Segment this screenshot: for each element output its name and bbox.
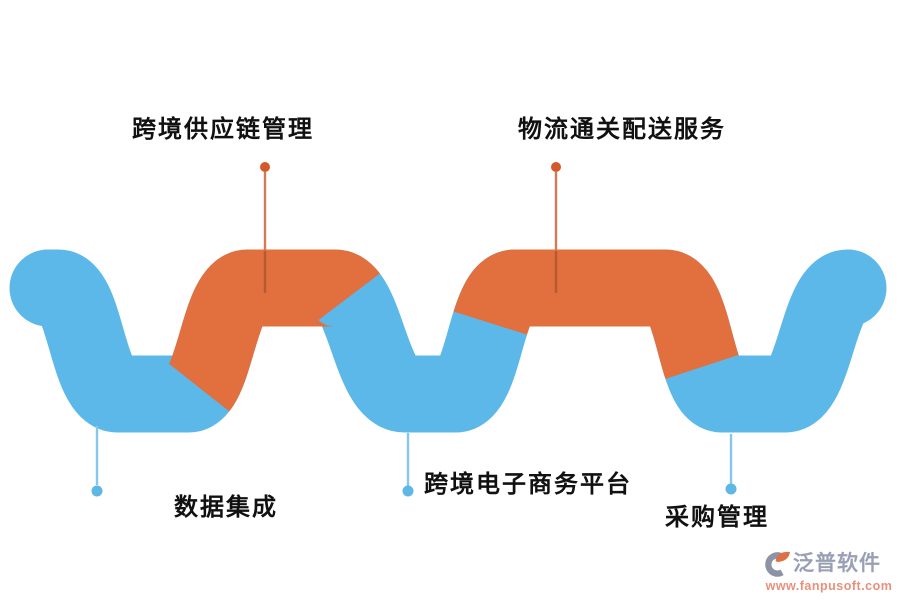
label-logistics-customs-delivery: 物流通关配送服务 <box>518 116 726 143</box>
fanpu-brand-text: 泛普软件 <box>793 552 881 575</box>
wave-ribbon-blue-base <box>9 249 887 433</box>
fanpu-logo-icon <box>765 551 791 577</box>
fanpu-watermark: 泛普软件 www.fanpusoft.com <box>764 549 894 593</box>
marker-dot-logistics <box>551 162 561 172</box>
marker-dot-ecommerce-platform <box>402 485 414 497</box>
fanpu-url-text: www.fanpusoft.com <box>765 579 893 593</box>
label-cross-border-ecommerce-platform: 跨境电子商务平台 <box>424 471 632 498</box>
marker-dot-supply-chain <box>260 162 270 172</box>
label-procurement-management: 采购管理 <box>665 504 769 531</box>
label-supply-chain-management: 跨境供应链管理 <box>132 116 314 143</box>
marker-dot-procurement <box>725 483 737 495</box>
label-data-integration: 数据集成 <box>174 494 278 521</box>
marker-dot-data-integration <box>91 485 103 497</box>
